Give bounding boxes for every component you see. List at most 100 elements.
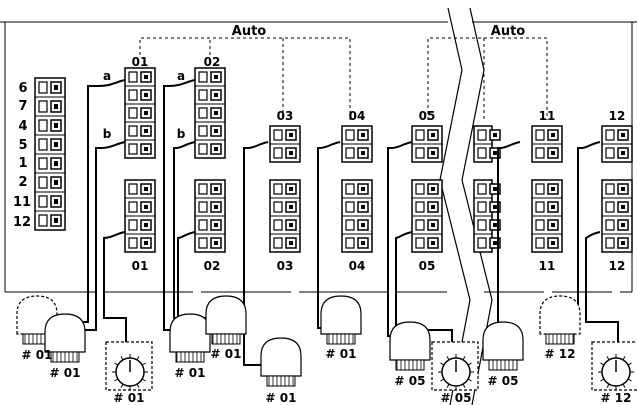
- screw-slot: [415, 219, 425, 231]
- device-label-10: # 05: [488, 374, 519, 388]
- channel-top-label-12: 12: [609, 109, 626, 123]
- screw-slot: [477, 219, 487, 231]
- wire-entry-core: [431, 151, 435, 155]
- side-label-5: 5: [18, 138, 27, 153]
- actuator-base: [175, 351, 205, 363]
- screw-slot: [128, 143, 138, 155]
- dial-tick: [440, 378, 445, 382]
- actuator-base: [50, 351, 80, 363]
- screw-slot: [38, 195, 48, 208]
- actuator-base: [266, 375, 296, 387]
- screw-slot: [477, 129, 487, 141]
- dial-tick: [600, 362, 605, 366]
- upper-block-01: [124, 67, 156, 159]
- wire-entry-core: [361, 151, 365, 155]
- dial-tick: [141, 378, 146, 382]
- screw-slot: [198, 125, 208, 137]
- screw-slot: [605, 147, 615, 159]
- wire-entry-core: [54, 161, 58, 166]
- wire-entry-core: [361, 133, 365, 137]
- actuator-3: [169, 313, 211, 363]
- wire-entry-core: [144, 93, 148, 97]
- screw-slot: [605, 219, 615, 231]
- wire-entry-core: [361, 187, 365, 191]
- screw-slot: [415, 147, 425, 159]
- wire-entry-core: [54, 85, 58, 90]
- wire-entry-core: [431, 205, 435, 209]
- screw-slot: [535, 129, 545, 141]
- device-label-3: # 01: [114, 391, 145, 405]
- wire-entry-core: [289, 205, 293, 209]
- channel-bottom-label-12: 12: [609, 259, 626, 273]
- wire-entry-core: [361, 241, 365, 245]
- wire-entry-core: [621, 241, 625, 245]
- screw-slot: [605, 201, 615, 213]
- wire-entry-core: [214, 129, 218, 133]
- wire-entry-core: [144, 75, 148, 79]
- screw-slot: [477, 147, 487, 159]
- screw-slot: [273, 237, 283, 249]
- screw-slot: [198, 237, 208, 249]
- side-label-1: 1: [18, 156, 27, 171]
- channel-top-label-01: 01: [132, 55, 149, 69]
- wire-entry-core: [214, 223, 218, 227]
- dial-tick: [120, 383, 124, 388]
- wire-entry-core: [214, 205, 218, 209]
- screw-slot: [273, 201, 283, 213]
- channel-bottom-label-04: 04: [349, 259, 366, 273]
- broken-upper-block: [473, 125, 501, 163]
- actuator-6: [320, 295, 362, 345]
- device-label-4: # 01: [175, 366, 206, 380]
- lower-block-11: [531, 179, 563, 253]
- thermostat-2: [431, 341, 479, 391]
- thermostat-1: [105, 341, 153, 391]
- dial-tick: [467, 378, 472, 382]
- channel-top-label-11: 11: [539, 109, 556, 123]
- lower-block-05: [411, 179, 443, 253]
- wire-entry-core: [54, 218, 58, 223]
- wire-entry-core: [289, 151, 293, 155]
- screw-slot: [345, 237, 355, 249]
- actuator-body: [44, 313, 86, 353]
- actuator-5: [260, 337, 302, 387]
- dial-tick: [606, 383, 610, 388]
- dial-tick: [627, 378, 632, 382]
- screw-slot: [38, 119, 48, 132]
- wire-entry-core: [361, 205, 365, 209]
- side-terminals: [34, 77, 66, 231]
- wire-entry-core: [431, 133, 435, 137]
- wire-entry-core: [144, 187, 148, 191]
- side-label-11: 11: [13, 195, 31, 210]
- channel-bottom-label-01: 01: [132, 259, 149, 273]
- wire-entry-core: [144, 205, 148, 209]
- wire-entry-core: [214, 75, 218, 79]
- wire-entry-core: [551, 223, 555, 227]
- upper-block-03: [269, 125, 301, 163]
- upper-block-05: [411, 125, 443, 163]
- dial-tick: [467, 362, 472, 366]
- wire-entry-core: [214, 147, 218, 151]
- cabinet-frame: [0, 21, 637, 293]
- wire-entry-core: [431, 241, 435, 245]
- screw-slot: [273, 147, 283, 159]
- channel-bottom-label-02: 02: [204, 259, 221, 273]
- screw-slot: [535, 201, 545, 213]
- channel-top-label-02: 02: [204, 55, 221, 69]
- upper-block-12: [601, 125, 633, 163]
- wiring: [70, 79, 619, 366]
- screw-slot: [198, 219, 208, 231]
- wire-entry-core: [551, 205, 555, 209]
- wire-entry-core: [493, 205, 497, 209]
- screw-slot: [128, 219, 138, 231]
- screw-slot: [273, 219, 283, 231]
- device-label-7: # 01: [326, 347, 357, 361]
- actuator-body: [169, 313, 211, 353]
- actuator-base: [545, 333, 575, 345]
- wire-entry-core: [621, 133, 625, 137]
- screw-slot: [198, 183, 208, 195]
- screw-slot: [415, 201, 425, 213]
- dial-tick: [136, 356, 140, 361]
- screw-slot: [38, 81, 48, 94]
- screw-slot: [345, 129, 355, 141]
